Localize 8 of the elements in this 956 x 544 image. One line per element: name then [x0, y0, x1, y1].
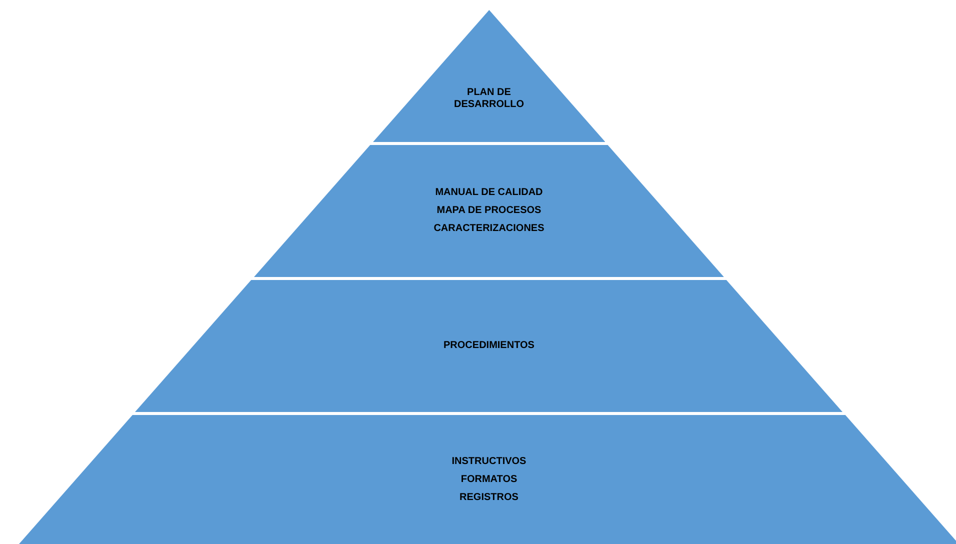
- tier-label: MAPA DE PROCESOS: [436, 205, 542, 217]
- tier-label: PROCEDIMIENTOS: [444, 340, 534, 352]
- tier-label: INSTRUCTIVOS: [452, 456, 526, 468]
- tier-label: PLAN DE DESARROLLO: [452, 87, 525, 112]
- tier-label: FORMATOS: [460, 474, 518, 486]
- tier-label: REGISTROS: [460, 492, 518, 504]
- tier-label: CARACTERIZACIONES: [434, 223, 544, 235]
- tier-label: MANUAL DE CALIDAD: [435, 187, 543, 199]
